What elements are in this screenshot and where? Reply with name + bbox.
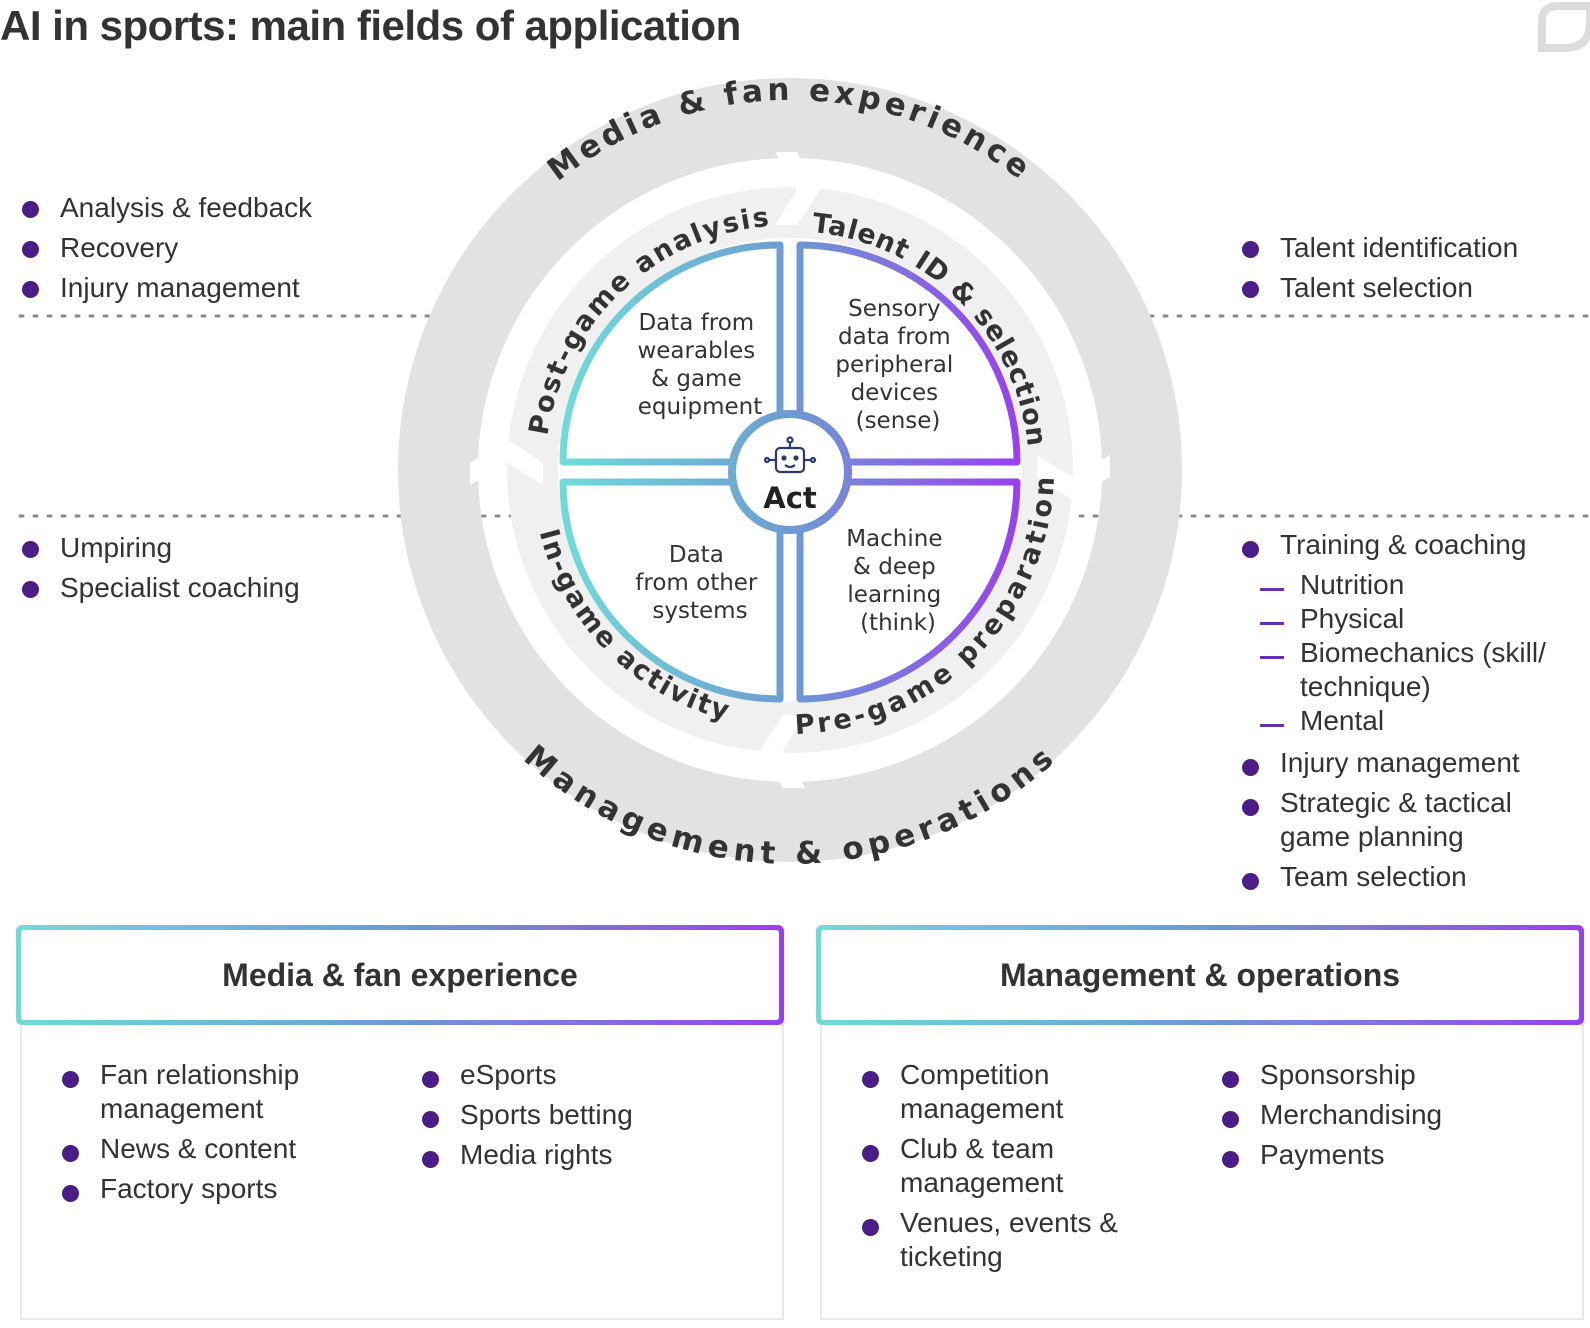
right-bottom-list: Training & coaching Nutrition Physical B… <box>1240 528 1546 894</box>
list-item: News & content <box>60 1132 299 1166</box>
list-item: Umpiring <box>20 528 300 568</box>
list-item: Competition management <box>860 1058 1118 1126</box>
list-item: eSports <box>420 1058 633 1092</box>
ai-cycle-diagram: Media & fan experience Management & oper… <box>18 72 1590 873</box>
page-title: AI in sports: main fields of application <box>0 2 741 49</box>
arrow-notch-bottom <box>760 715 805 788</box>
media-box-heading: Media & fan experience <box>21 930 779 1020</box>
media-box <box>20 1020 784 1320</box>
list-item: Talent identification <box>1240 228 1518 268</box>
quadrant-top-left <box>559 241 784 466</box>
media-col1: Fan relationship management News & conte… <box>60 1058 299 1206</box>
list-item: Fan relationship management <box>60 1058 299 1126</box>
center-act-label: Act <box>763 481 817 515</box>
left-bottom-list: Umpiring Specialist coaching <box>20 528 300 608</box>
right-top-list: Talent identification Talent selection <box>1240 228 1518 308</box>
list-item: Injury management <box>1240 746 1546 780</box>
list-item: Merchandising <box>1220 1098 1442 1132</box>
quadrant-text-bottom-right: Machine & deep learning (think) <box>846 526 950 636</box>
brand-logo-icon <box>1538 2 1590 52</box>
list-item: Payments <box>1220 1138 1442 1172</box>
list-item: Media rights <box>420 1138 633 1172</box>
list-item: Venues, events & ticketing <box>860 1206 1118 1274</box>
list-item: Analysis & feedback <box>20 188 312 228</box>
list-item: Team selection <box>1240 860 1546 894</box>
arrow-notch-left <box>470 440 543 485</box>
list-item: Recovery <box>20 228 312 268</box>
arrow-notch-right <box>1037 455 1110 500</box>
media-col2: eSports Sports betting Media rights <box>420 1058 633 1172</box>
management-box-header: Management & operations <box>816 925 1584 1025</box>
list-item: Sponsorship <box>1220 1058 1442 1092</box>
robot-icon <box>763 436 817 474</box>
quadrant-text-bottom-left: Data from other systems <box>635 542 764 624</box>
left-top-list: Analysis & feedback Recovery Injury mana… <box>20 188 312 308</box>
list-item: Sports betting <box>420 1098 633 1132</box>
quadrant-text-top-right: Sensory data from peripheral devices (se… <box>835 296 960 434</box>
management-col1: Competition management Club & team manag… <box>860 1058 1118 1274</box>
list-item: Specialist coaching <box>20 568 300 608</box>
media-box-header: Media & fan experience <box>16 925 784 1025</box>
list-item: Injury management <box>20 268 312 308</box>
list-subitem: Biomechanics (skill/ technique) <box>1240 636 1546 704</box>
list-subitem: Mental <box>1240 704 1546 738</box>
quadrant-bottom-left <box>559 478 784 703</box>
arrow-notch-top <box>775 152 820 225</box>
management-col2: Sponsorship Merchandising Payments <box>1220 1058 1442 1172</box>
quadrant-text-top-left: Data from wearables & game equipment <box>637 310 762 420</box>
list-item: Factory sports <box>60 1172 299 1206</box>
list-item: Talent selection <box>1240 268 1518 308</box>
quadrant-bottom-right <box>796 478 1021 703</box>
quadrant-top-right <box>796 241 1021 466</box>
list-item: Club & team management <box>860 1132 1118 1200</box>
list-subitem: Nutrition <box>1240 568 1546 602</box>
list-item: Strategic & tactical game planning <box>1240 786 1546 854</box>
outer-ring <box>398 78 1182 862</box>
list-subitem: Physical <box>1240 602 1546 636</box>
management-box-heading: Management & operations <box>821 930 1579 1020</box>
list-item: Training & coaching <box>1240 528 1546 562</box>
